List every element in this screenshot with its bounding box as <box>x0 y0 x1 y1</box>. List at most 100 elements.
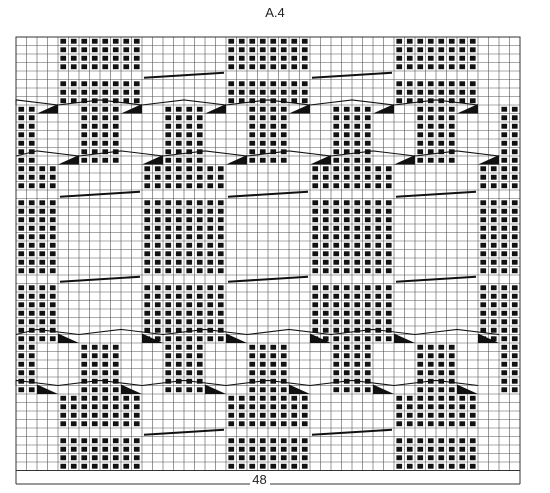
purl-stitch <box>207 302 214 308</box>
purl-stitch <box>259 412 266 418</box>
purl-stitch <box>28 183 35 189</box>
purl-stitch <box>123 404 130 410</box>
purl-stitch <box>501 217 508 223</box>
purl-stitch <box>427 140 434 146</box>
purl-stitch <box>343 344 350 350</box>
purl-stitch <box>438 438 445 444</box>
purl-stitch <box>81 370 88 376</box>
purl-stitch <box>39 183 46 189</box>
purl-stitch <box>427 47 434 53</box>
purl-stitch <box>406 98 413 104</box>
purl-stitch <box>18 285 25 291</box>
purl-stitch <box>259 404 266 410</box>
purl-stitch <box>186 370 193 376</box>
purl-stitch <box>333 132 340 138</box>
purl-stitch <box>438 157 445 163</box>
purl-stitch <box>18 387 25 393</box>
purl-stitch <box>49 285 56 291</box>
purl-stitch <box>385 251 392 257</box>
purl-stitch <box>175 242 182 248</box>
purl-stitch <box>343 200 350 206</box>
purl-stitch <box>406 438 413 444</box>
purl-stitch <box>333 149 340 155</box>
purl-stitch <box>385 217 392 223</box>
purl-stitch <box>186 319 193 325</box>
purl-stitch <box>333 293 340 299</box>
purl-stitch <box>91 361 98 367</box>
purl-stitch <box>322 268 329 274</box>
cable-wedge <box>373 384 394 394</box>
purl-stitch <box>511 285 518 291</box>
purl-stitch <box>91 344 98 350</box>
purl-stitch <box>354 149 361 155</box>
purl-stitch <box>343 259 350 265</box>
purl-stitch <box>501 234 508 240</box>
purl-stitch <box>301 463 308 469</box>
purl-stitch <box>18 174 25 180</box>
purl-stitch <box>165 225 172 231</box>
purl-stitch <box>364 157 371 163</box>
purl-stitch <box>459 38 466 44</box>
purl-stitch <box>417 115 424 121</box>
purl-stitch <box>270 123 277 129</box>
purl-stitch <box>301 98 308 104</box>
purl-stitch <box>301 64 308 70</box>
purl-stitch <box>385 259 392 265</box>
purl-stitch <box>354 157 361 163</box>
purl-stitch <box>144 200 151 206</box>
purl-stitch <box>238 55 245 61</box>
purl-stitch <box>123 421 130 427</box>
purl-stitch <box>438 463 445 469</box>
purl-stitch <box>238 404 245 410</box>
purl-stitch <box>354 310 361 316</box>
purl-stitch <box>186 259 193 265</box>
purl-stitch <box>102 115 109 121</box>
cable-wedge <box>205 104 226 114</box>
purl-stitch <box>238 463 245 469</box>
purl-stitch <box>144 251 151 257</box>
purl-stitch <box>354 353 361 359</box>
purl-stitch <box>249 463 256 469</box>
purl-stitch <box>175 344 182 350</box>
purl-stitch <box>375 242 382 248</box>
purl-stitch <box>406 412 413 418</box>
purl-stitch <box>259 370 266 376</box>
purl-stitch <box>70 38 77 44</box>
purl-stitch <box>165 149 172 155</box>
purl-stitch <box>102 463 109 469</box>
purl-stitch <box>228 421 235 427</box>
purl-stitch <box>18 200 25 206</box>
purl-stitch <box>154 174 161 180</box>
purl-stitch <box>165 166 172 172</box>
purl-stitch <box>343 302 350 308</box>
purl-stitch <box>322 319 329 325</box>
purl-stitch <box>196 353 203 359</box>
purl-stitch <box>112 132 119 138</box>
purl-stitch <box>480 268 487 274</box>
purl-stitch <box>123 395 130 401</box>
purl-stitch <box>144 259 151 265</box>
purl-stitch <box>165 208 172 214</box>
purl-stitch <box>217 225 224 231</box>
purl-stitch <box>333 310 340 316</box>
purl-stitch <box>165 378 172 384</box>
purl-stitch <box>364 132 371 138</box>
purl-stitch <box>18 106 25 112</box>
purl-stitch <box>270 455 277 461</box>
purl-stitch <box>312 285 319 291</box>
purl-stitch <box>385 200 392 206</box>
purl-stitch <box>154 200 161 206</box>
purl-stitch <box>259 81 266 87</box>
purl-stitch <box>175 123 182 129</box>
purl-stitch <box>511 353 518 359</box>
purl-stitch <box>511 251 518 257</box>
purl-stitch <box>417 446 424 452</box>
purl-stitch <box>112 404 119 410</box>
purl-stitch <box>417 157 424 163</box>
purl-stitch <box>18 149 25 155</box>
purl-stitch <box>438 64 445 70</box>
purl-stitch <box>165 319 172 325</box>
purl-stitch <box>28 370 35 376</box>
purl-stitch <box>91 89 98 95</box>
purl-stitch <box>375 183 382 189</box>
